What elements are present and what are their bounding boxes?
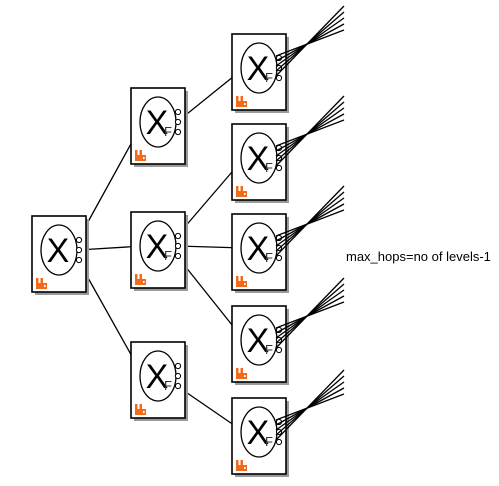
federation-label: F: [265, 70, 273, 85]
federation-label: F: [164, 248, 172, 263]
port-icon: [275, 74, 283, 82]
port-icon: [275, 346, 283, 354]
exchange-label: X: [247, 322, 270, 360]
port-icon: [174, 242, 182, 250]
outgoing-link: [275, 209, 345, 237]
rabbitmq-logo-icon: [236, 460, 247, 471]
exchange-node: XF: [231, 397, 289, 477]
exchange-node: XF: [231, 213, 289, 293]
port-icon: [75, 236, 83, 244]
exchange-node: XF: [231, 305, 289, 385]
rabbitmq-logo-icon: [36, 278, 47, 289]
port-icon: [174, 252, 182, 260]
port-icon: [174, 118, 182, 126]
exchange-label: X: [146, 358, 169, 396]
port-icon: [174, 108, 182, 116]
port-icon: [275, 164, 283, 172]
rabbitmq-logo-icon: [236, 276, 247, 287]
federation-label: F: [164, 378, 172, 393]
exchange-label: X: [247, 230, 270, 268]
outgoing-link: [275, 29, 345, 57]
port-icon: [75, 246, 83, 254]
port-icon: [275, 438, 283, 446]
rabbitmq-logo-icon: [135, 150, 146, 161]
exchange-node: XF: [231, 33, 289, 113]
federation-label: F: [265, 160, 273, 175]
federation-label: F: [265, 434, 273, 449]
rabbitmq-logo-icon: [236, 368, 247, 379]
exchange-node: XF: [130, 211, 188, 291]
exchange-label: X: [146, 104, 169, 142]
exchange-label: X: [247, 50, 270, 88]
federation-label: F: [164, 124, 172, 139]
exchange-node: XF: [130, 87, 188, 167]
max-hops-annotation: max_hops=no of levels-1: [346, 249, 491, 264]
exchange-node: XF: [231, 123, 289, 203]
rabbitmq-logo-icon: [236, 186, 247, 197]
port-icon: [174, 232, 182, 240]
port-icon: [75, 256, 83, 264]
port-icon: [174, 382, 182, 390]
exchange-label: X: [146, 228, 169, 266]
port-icon: [174, 362, 182, 370]
outgoing-link: [275, 301, 345, 329]
exchange-node: X: [31, 215, 89, 295]
rabbitmq-logo-icon: [135, 274, 146, 285]
port-icon: [174, 372, 182, 380]
outgoing-link: [275, 393, 345, 421]
federation-label: F: [265, 250, 273, 265]
exchange-node: XF: [130, 341, 188, 421]
exchange-label: X: [247, 140, 270, 178]
outgoing-link: [275, 119, 345, 147]
exchange-label: X: [247, 414, 270, 452]
port-icon: [174, 128, 182, 136]
port-icon: [275, 254, 283, 262]
rabbitmq-logo-icon: [236, 96, 247, 107]
outgoing-links: [275, 5, 345, 441]
federation-label: F: [265, 342, 273, 357]
rabbitmq-logo-icon: [135, 404, 146, 415]
exchange-label: X: [47, 232, 70, 270]
